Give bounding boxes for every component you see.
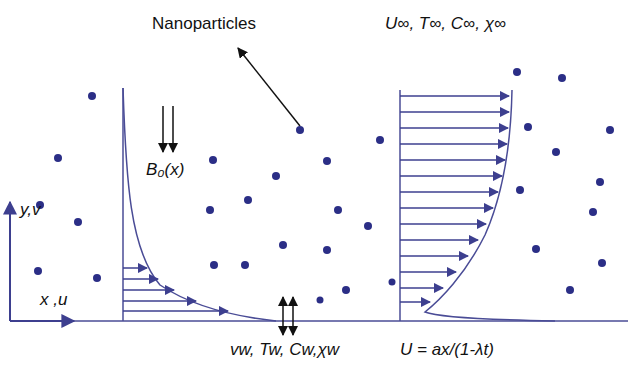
axis-label: x ,u xyxy=(40,290,67,310)
wall-velocity-arrows xyxy=(283,297,293,335)
x-axis xyxy=(10,320,74,322)
profile-axis xyxy=(122,88,124,321)
velocity-profile xyxy=(123,88,276,321)
y-axis xyxy=(9,202,11,321)
magnetic-field-arrows xyxy=(163,106,173,152)
velocity-arrows xyxy=(123,268,228,311)
axis-label: y,v xyxy=(20,200,40,220)
free-stream-label: U∞, T∞, C∞, χ∞ xyxy=(385,14,506,34)
velocity-profile xyxy=(425,90,555,321)
profile-axis xyxy=(399,90,401,321)
velocity-formula: U = ax/(1-λt) xyxy=(400,340,494,360)
leader-line xyxy=(238,48,300,126)
velocity-arrows xyxy=(400,96,509,302)
callout-label: Nanoparticles xyxy=(152,14,256,34)
wall-condition-label: vw, Tw, Cw,χw xyxy=(230,340,339,360)
field-label: B₀(x) xyxy=(146,160,184,180)
nanoparticle-dots xyxy=(34,68,614,304)
